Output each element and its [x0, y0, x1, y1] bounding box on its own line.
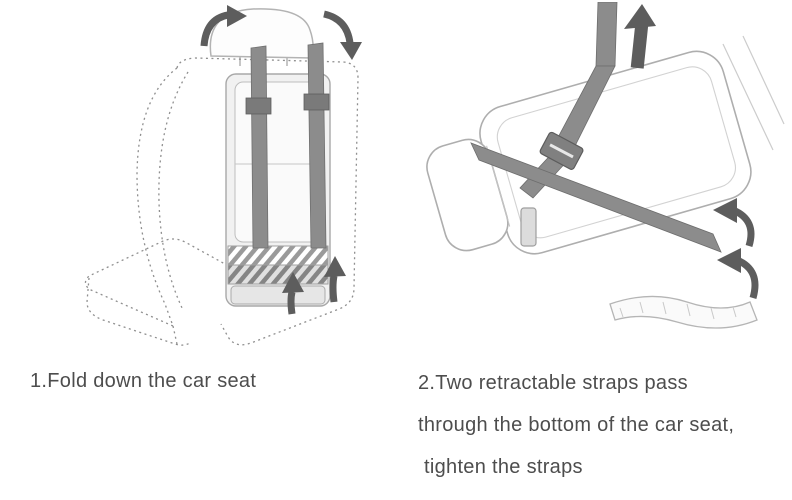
pull-up-arrow-icon-right — [324, 256, 346, 303]
step2-caption-line3: tighten the straps — [424, 456, 583, 478]
step1-caption: 1.Fold down the car seat — [30, 370, 257, 392]
rotate-over-arrow-icon-left — [200, 5, 247, 47]
step2-caption-line2: through the bottom of the car seat, — [418, 414, 735, 436]
pull-up-arrow-icon-left — [282, 272, 304, 315]
retractable-straps — [470, 2, 722, 253]
pull-up-arrow-icon — [624, 4, 656, 69]
step2-caption: 2.Two retractable straps pass through th… — [418, 362, 734, 488]
step1-illustration-car-seat-upright — [84, 5, 362, 346]
strap-adjuster-left — [245, 97, 272, 115]
wrap-under-arrow-icon-bottom — [717, 248, 759, 299]
wrap-under-arrow-icon-top — [713, 198, 755, 248]
step2-illustration-folded-seat — [426, 2, 785, 329]
seat-cover-dotted-outline — [84, 57, 359, 346]
folded-seat-back — [426, 50, 752, 255]
strap-adjuster-buckle — [539, 131, 584, 170]
step2-caption-line1: 2.Two retractable straps pass — [418, 372, 688, 394]
seat-crease-lines — [722, 35, 785, 151]
strap-keeper-tab — [520, 207, 537, 247]
retractable-straps — [245, 42, 330, 249]
folded-seat-fabric — [609, 295, 758, 329]
strap-adjuster-right — [303, 93, 330, 111]
rotate-over-arrow-icon-right — [323, 10, 362, 60]
